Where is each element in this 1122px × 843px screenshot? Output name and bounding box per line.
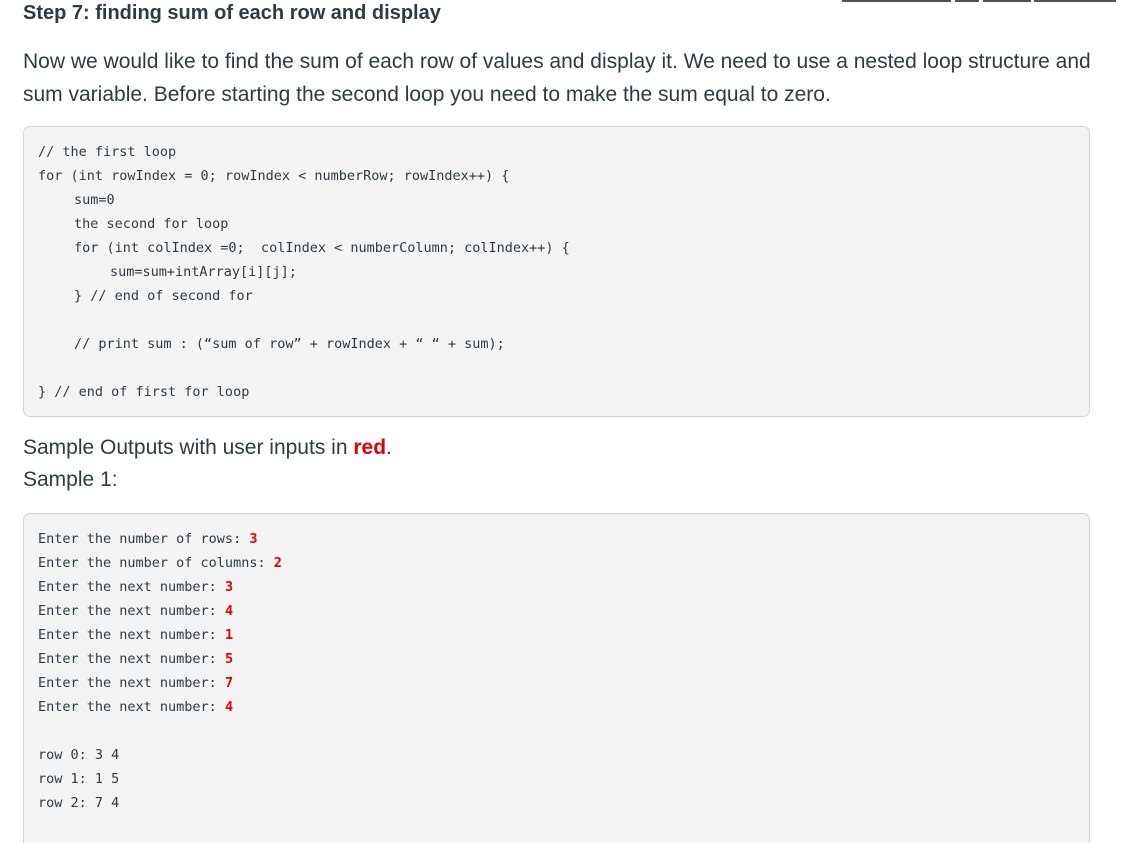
user-input: 1 [224,627,234,643]
prompt-line: Enter the next number: 1 [38,626,233,644]
user-input: 3 [224,579,234,595]
user-input: 7 [224,675,234,691]
sample-title-prefix: Sample Outputs with user inputs in [23,436,354,459]
prompt-line: Enter the next number: 3 [38,578,233,596]
prompt-text: Enter the next number: [38,627,225,643]
code-line: sum=sum+intArray[i][j]; [110,264,297,280]
prompt-text: Enter the next number: [38,675,225,691]
user-input: 4 [224,603,234,619]
user-input: 4 [224,699,234,715]
intro-paragraph: Now we would like to find the sum of eac… [23,50,1091,106]
step-heading: Step 7: finding sum of each row and disp… [23,2,441,24]
code-line: // print sum : (“sum of row” + rowIndex … [74,336,505,352]
prompt-line: Enter the number of columns: 2 [38,554,282,572]
user-input: 2 [273,555,282,571]
code-block: // the first loop for (int rowIndex = 0;… [23,126,1090,417]
prompt-text: Enter the next number: [38,603,225,619]
prompt-line: Enter the next number: 4 [38,698,233,716]
prompt-text: Enter the next number: [38,699,225,715]
code-line: } // end of second for [74,288,253,304]
code-line: // the first loop [38,144,177,160]
prompt-line: Enter the next number: 4 [38,602,233,620]
code-line: for (int rowIndex = 0; rowIndex < number… [38,168,510,184]
sample-title-red: red [353,436,387,459]
code-line: } // end of first for loop [38,384,250,400]
code-line: the second for loop [74,216,229,232]
top-cut-underline [842,0,1122,4]
prompt-text: Enter the next number: [38,579,225,595]
prompt-text: Enter the number of columns: [38,555,274,571]
sample-title-suffix: . [386,436,392,459]
prompt-line: Enter the next number: 7 [38,674,233,692]
sample-output-block: Enter the number of rows: 3 Enter the nu… [23,513,1090,843]
prompt-line: Enter the next number: 5 [38,650,233,668]
prompt-text: Enter the number of rows: [38,531,250,547]
sample-1-label: Sample 1: [23,468,118,491]
code-line: for (int colIndex =0; colIndex < numberC… [74,240,570,256]
code-line: sum=0 [74,192,115,208]
sample-outputs-title: Sample Outputs with user inputs in red. … [23,432,392,496]
output-line: row 1: 1 5 [38,771,120,787]
output-line: row 2: 7 4 [38,795,120,811]
user-input: 3 [249,531,258,547]
output-line: row 0: 3 4 [38,747,120,763]
user-input: 5 [224,651,234,667]
prompt-text: Enter the next number: [38,651,225,667]
prompt-line: Enter the number of rows: 3 [38,530,257,548]
